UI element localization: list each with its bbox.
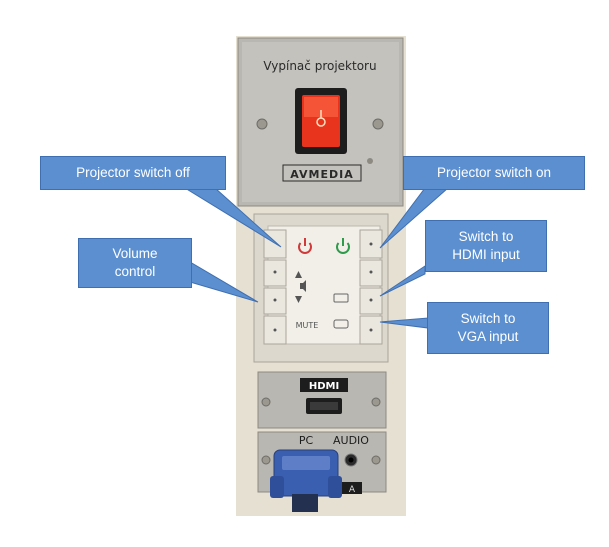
vga-tag-label: A <box>349 485 356 495</box>
vga-thumbscrew-icon <box>328 476 342 498</box>
power-on-icon <box>336 238 350 254</box>
volume-down-arrow-icon <box>295 296 302 303</box>
vga-thumbscrew-icon <box>270 476 284 498</box>
callout-projector-off: Projector switch off <box>40 156 226 190</box>
control-keypad: MUTE <box>253 213 389 363</box>
screw-icon <box>261 455 271 465</box>
callout-volume: Volume control <box>78 238 192 288</box>
hdmi-input-plate: HDMI <box>257 371 387 429</box>
speaker-icon <box>300 280 306 292</box>
screw-icon <box>261 397 271 407</box>
vga-port-icon <box>333 319 349 329</box>
screw-icon <box>371 455 381 465</box>
projector-switch-plate: Vypínač projektoru AVMEDIA <box>237 37 404 207</box>
screw-icon <box>372 118 384 130</box>
callout-vga: Switch to VGA input <box>427 302 549 354</box>
audio-label: AUDIO <box>333 434 369 447</box>
hdmi-port-icon <box>333 293 349 303</box>
power-off-icon <box>298 238 312 254</box>
brand-logo: AVMEDIA <box>290 168 353 181</box>
pc-label: PC <box>299 434 314 447</box>
callout-projector-on: Projector switch on <box>403 156 585 190</box>
screw-icon <box>371 397 381 407</box>
vga-cable-plug <box>270 449 342 512</box>
callout-pointers <box>183 187 450 329</box>
mute-label: MUTE <box>296 321 319 330</box>
plate-title: Vypínač projektoru <box>263 59 376 73</box>
callout-hdmi: Switch to HDMI input <box>425 220 547 272</box>
screw-icon <box>256 118 268 130</box>
hdmi-label: HDMI <box>309 381 339 392</box>
volume-up-arrow-icon <box>295 271 302 278</box>
vga-cable <box>292 494 318 512</box>
